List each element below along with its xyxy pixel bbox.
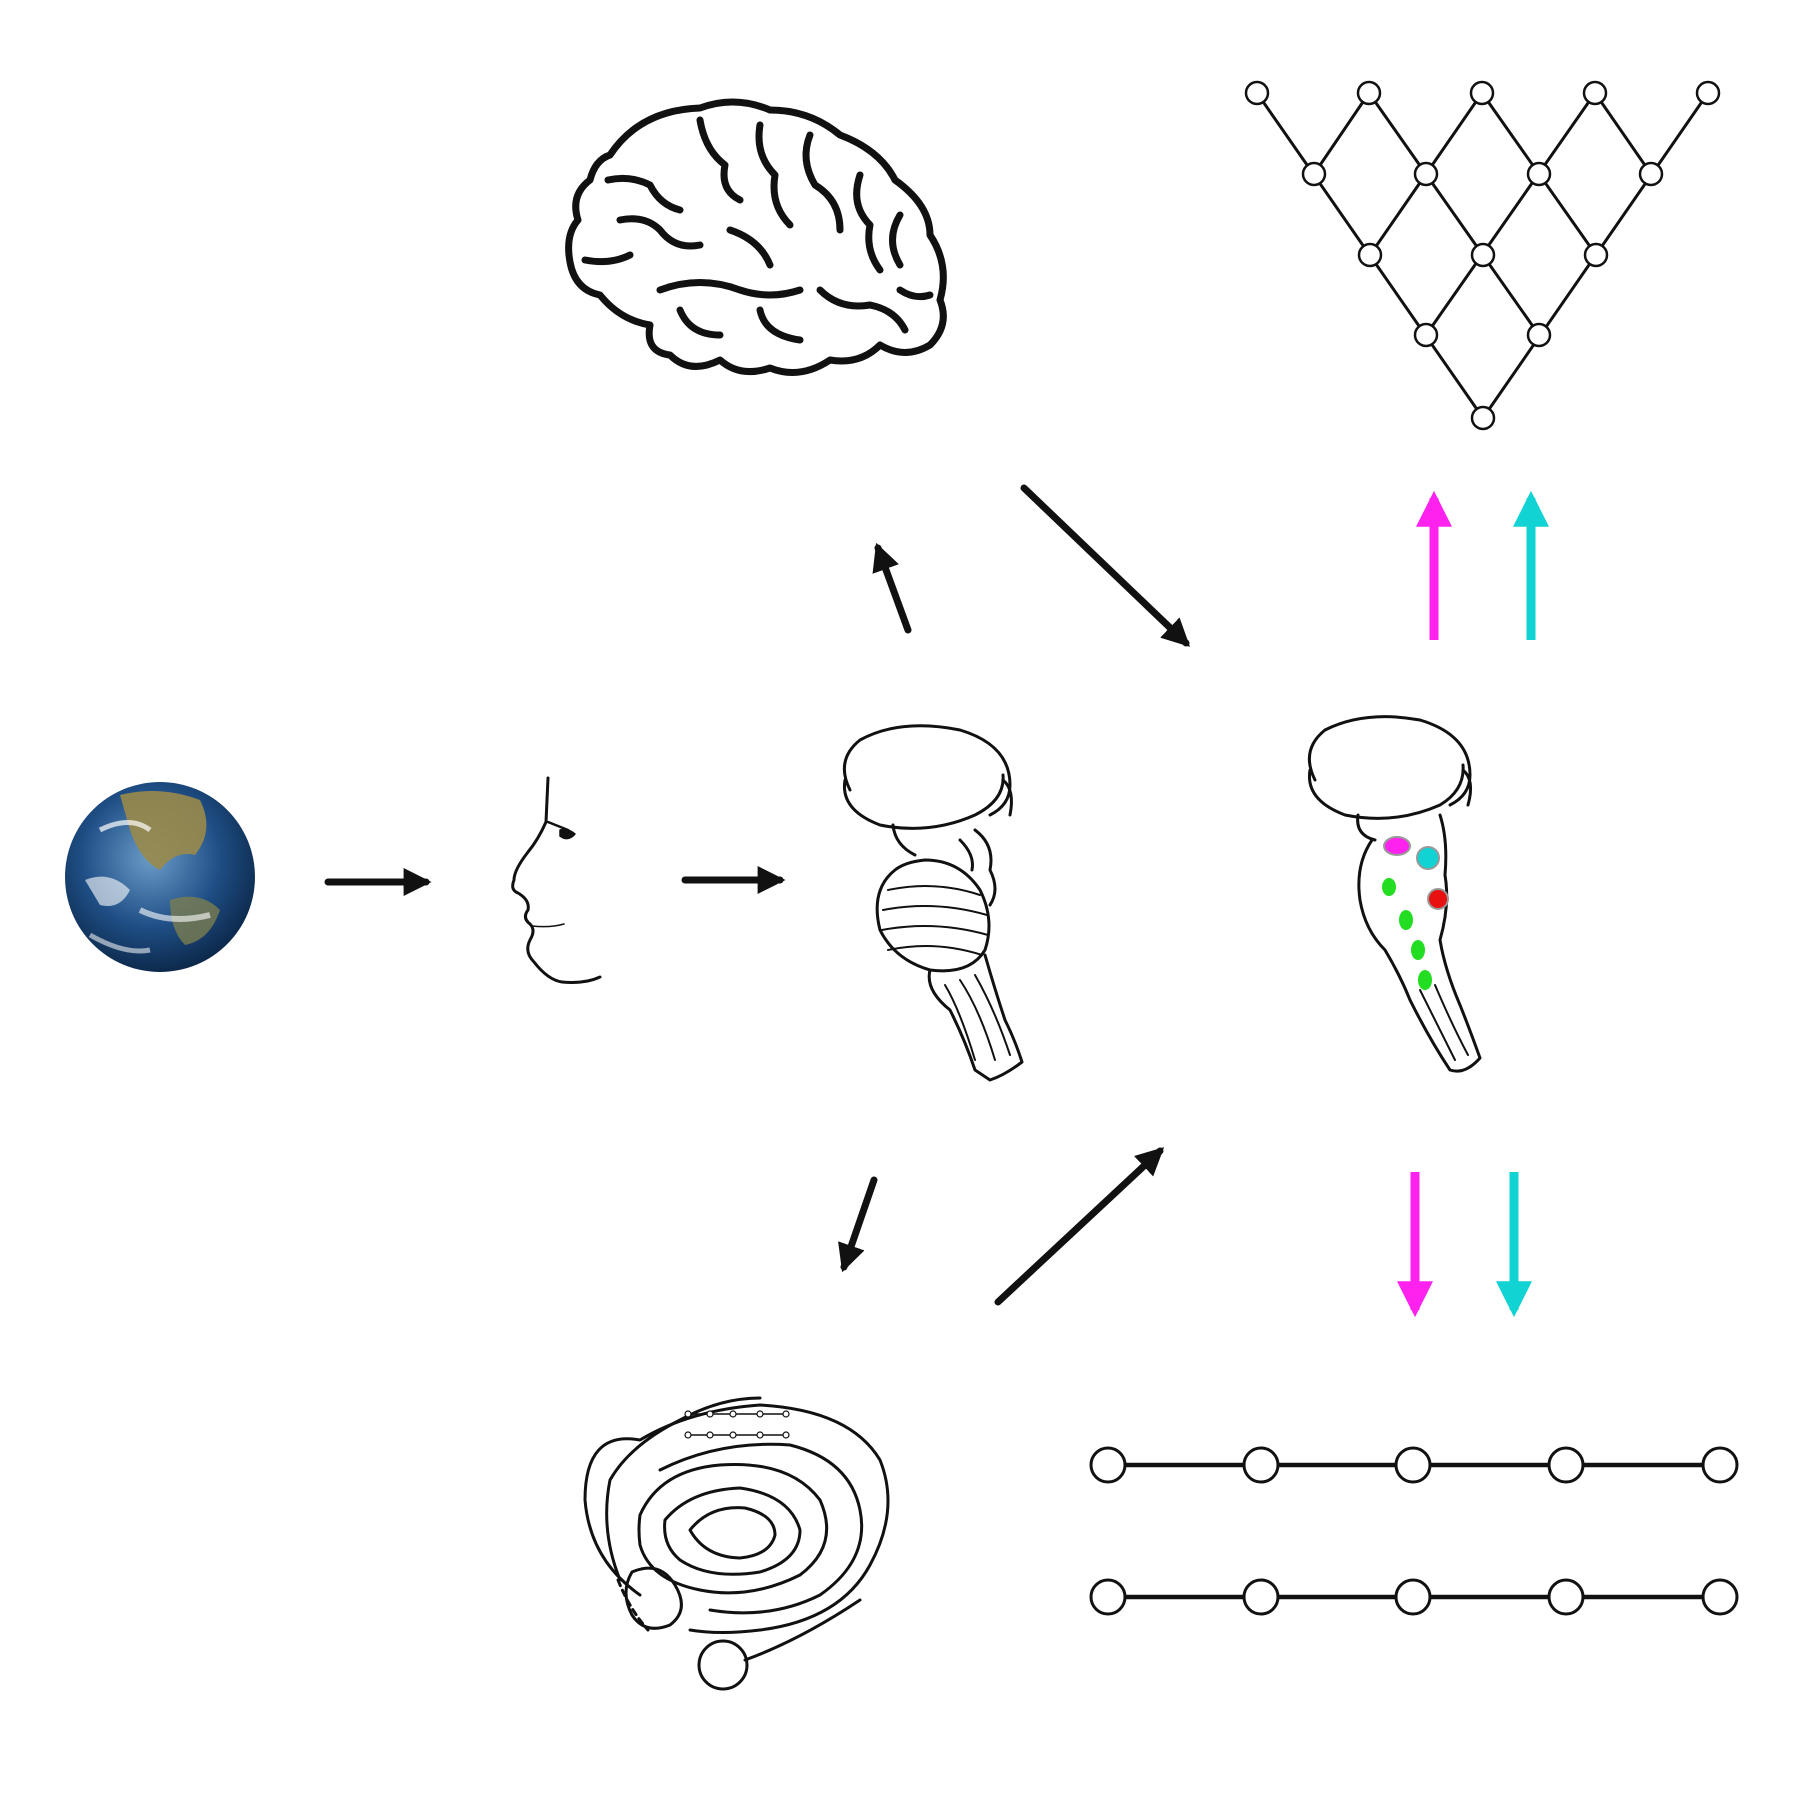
nucleus-green (1382, 878, 1396, 896)
nucleus-green (1411, 940, 1425, 960)
earth-icon (65, 782, 255, 972)
arrow-human-brain-to-nuclei (1020, 484, 1191, 647)
chain-node (1701, 1578, 1739, 1616)
fish-brain-icon (842, 724, 1024, 1082)
chain-node (1089, 1578, 1127, 1616)
lattice-network-icon (1244, 80, 1721, 431)
arrow-fish-brain-to-human-brain (872, 542, 912, 634)
nucleus-magenta (1383, 836, 1411, 856)
nucleus-green (1418, 970, 1432, 990)
face-profile-icon (511, 776, 602, 984)
arrow-cochlea-to-nuclei (994, 1147, 1165, 1306)
chain-node (1089, 1446, 1127, 1484)
nucleus-green (1399, 910, 1413, 930)
chain-node (1547, 1578, 1585, 1616)
chain-node (1394, 1446, 1432, 1484)
human-brain-icon (565, 98, 947, 376)
nucleus-cyan (1416, 846, 1440, 870)
arrow-fish-brain-to-cochlea (838, 1176, 878, 1273)
chain-node (1394, 1578, 1432, 1616)
chain-network-icon (1089, 1446, 1739, 1616)
cochlea-icon (583, 1396, 890, 1691)
fish-brain-nuclei-icon (1307, 715, 1482, 1073)
chain-node (1242, 1446, 1280, 1484)
chain-node (1547, 1446, 1585, 1484)
nucleus-red (1427, 888, 1449, 910)
chain-node (1242, 1578, 1280, 1616)
chain-node (1701, 1446, 1739, 1484)
